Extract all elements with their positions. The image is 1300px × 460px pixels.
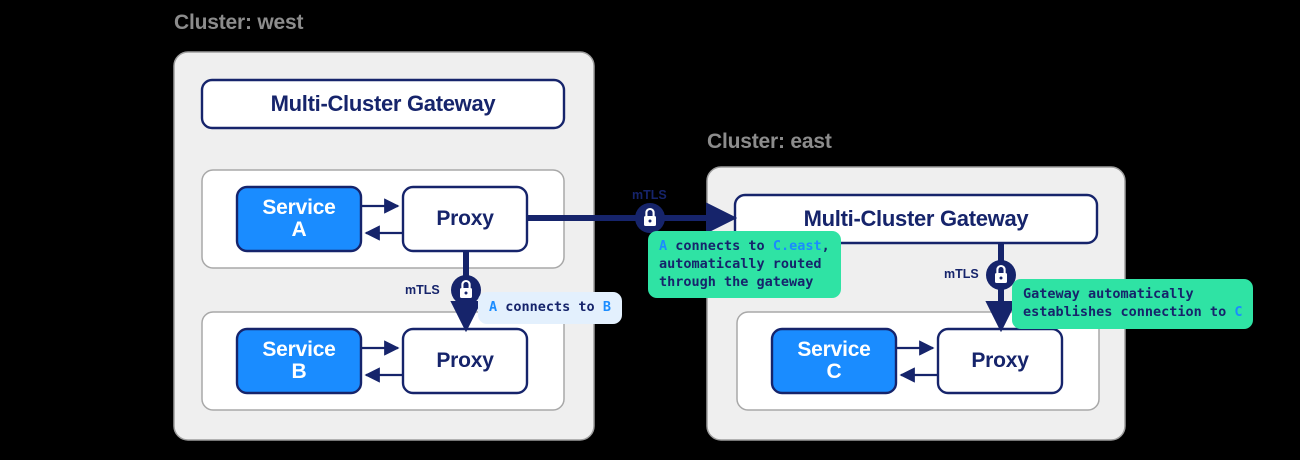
service-box-c[interactable] (770, 327, 898, 395)
tooltip-text: connects to (667, 238, 773, 254)
tooltip-text: , (821, 238, 830, 254)
cluster-label-west: Cluster: west (174, 11, 304, 34)
mtls-lock-icon-a-to-gateway (635, 203, 665, 233)
tooltip-highlight: C (1234, 303, 1243, 320)
tooltip-text: connects to (497, 299, 603, 315)
tooltip-highlight: A (489, 299, 498, 315)
service-label-b: Service B (262, 337, 336, 383)
tooltip-text: through the gateway (659, 273, 814, 290)
mtls-lock-icon-gateway-to-c (986, 260, 1016, 290)
gateway-label-east: Multi-Cluster Gateway (803, 206, 1029, 232)
service-label-a: Service A (262, 195, 336, 241)
tooltip-text: establishes connection to (1023, 303, 1235, 320)
tooltip-gateway-establishes-to-c: Gateway automatically establishes connec… (1012, 279, 1254, 329)
service-label-c: Service C (797, 337, 871, 383)
proxy-label-c: Proxy (971, 348, 1029, 372)
mtls-label-a-to-b: mTLS (405, 283, 440, 297)
gateway-box-west[interactable] (200, 78, 566, 130)
tooltip-text: Gateway automatically (1023, 286, 1194, 302)
gateway-label-west: Multi-Cluster Gateway (270, 91, 496, 117)
service-box-b[interactable] (235, 327, 363, 395)
service-box-a[interactable] (235, 185, 363, 253)
tooltip-highlight: B (602, 299, 611, 315)
tooltip-text: automatically routed (659, 255, 822, 272)
proxy-label-a: Proxy (436, 206, 494, 230)
tooltip-highlight: C.east (772, 238, 822, 254)
mtls-label-gateway-to-c: mTLS (944, 267, 979, 281)
proxy-label-b: Proxy (436, 348, 494, 372)
tooltip-a-connects-to-c-east: A connects to C.east, automatically rout… (648, 231, 841, 299)
tooltip-a-connects-to-b: A connects to B (478, 292, 622, 324)
cluster-label-east: Cluster: east (707, 130, 832, 153)
mtls-label-a-to-gateway: mTLS (632, 188, 667, 202)
tooltip-highlight: A (659, 238, 668, 254)
mtls-lock-icon-a-to-b (451, 275, 481, 305)
